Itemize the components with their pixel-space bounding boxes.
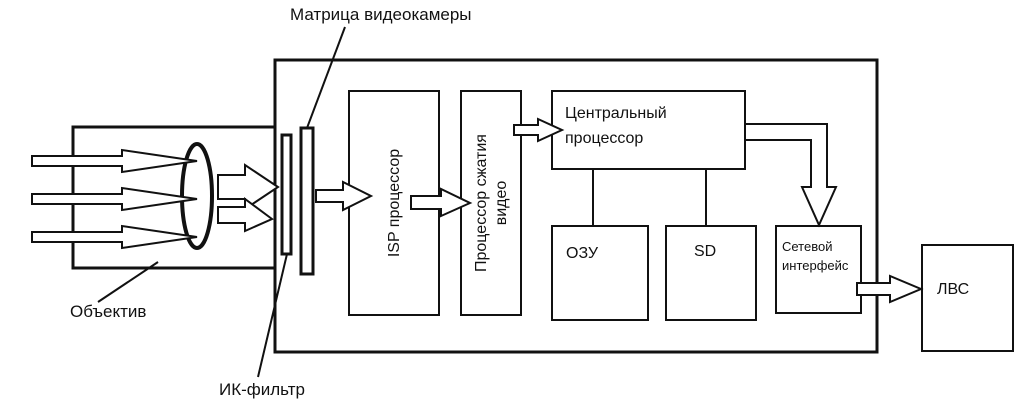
light-arrow-1 <box>31 148 198 174</box>
lan-label: ЛВС <box>937 281 970 298</box>
ir-filter <box>280 133 293 256</box>
lens-label: Объектив <box>70 302 147 321</box>
sd-label: SD <box>694 243 717 260</box>
light-arrow-2 <box>31 186 198 212</box>
ir-filter-label: ИК-фильтр <box>219 380 305 399</box>
cpu-to-net-arrow <box>744 123 838 228</box>
net-label-line1: Сетевой <box>782 239 833 254</box>
lens-focus-arrow-1 <box>217 163 280 211</box>
ram-label: ОЗУ <box>566 245 599 262</box>
light-arrow-3 <box>31 224 198 250</box>
cpu-label: Центральный процессор <box>565 102 667 152</box>
compress-label-line2: видео <box>493 180 510 226</box>
lan-block <box>921 244 1014 352</box>
compress-label: Процессор сжатия видео <box>472 134 512 272</box>
lens-leader <box>97 261 159 303</box>
matrix-leader <box>306 26 346 129</box>
isp-to-compress-arrow <box>410 187 473 218</box>
net-label: Сетевой интерфейс <box>782 238 848 276</box>
isp-label: ISP процессор <box>386 148 403 258</box>
cpu-label-line1: Центральный <box>565 105 667 122</box>
lens-focus-arrow-2 <box>217 197 274 233</box>
sd-block <box>665 225 757 321</box>
compress-label-line1: Процессор сжатия <box>473 134 490 272</box>
compress-to-cpu-arrow <box>513 117 565 143</box>
ir-filter-leader <box>257 253 288 378</box>
matrix <box>299 126 315 276</box>
net-label-line2: интерфейс <box>782 257 849 273</box>
camera-body <box>273 58 879 354</box>
matrix-to-isp-arrow <box>315 180 374 212</box>
cpu-label-line2: процессор <box>565 129 644 147</box>
ram-block <box>551 225 649 321</box>
matrix-label: Матрица видеокамеры <box>290 5 472 24</box>
net-to-lan-arrow <box>856 274 924 304</box>
